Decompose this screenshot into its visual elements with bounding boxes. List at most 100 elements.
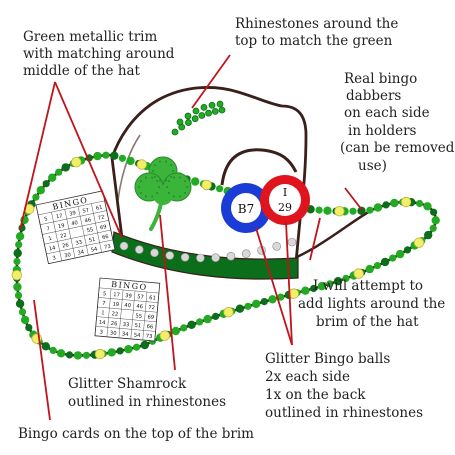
trim-bead <box>18 224 26 232</box>
bingo-card-cell: 30 <box>110 330 117 337</box>
trim-bead <box>25 324 33 332</box>
shamrock-rhinestone <box>151 176 154 179</box>
trim-bead <box>102 151 110 159</box>
shamrock-rhinestone <box>158 179 161 182</box>
crown-rhinestone <box>176 118 184 126</box>
shamrock-rhinestone <box>158 160 161 163</box>
annotation-rhinestones-top: Rhinestones around the top to match the … <box>235 16 403 49</box>
trim-bead <box>48 173 57 182</box>
leader-lines <box>19 54 363 421</box>
brim-light <box>159 330 171 341</box>
bingo-ball-blue: B7 <box>221 183 271 233</box>
bingo-card-cell: 3 <box>99 329 103 335</box>
crown-crease <box>220 148 298 186</box>
crown-rhinestone <box>205 109 212 117</box>
crown-rhinestone <box>200 103 208 111</box>
bingo-card-cell: 57 <box>137 294 144 301</box>
brim-light <box>136 159 148 170</box>
bingo-card-header: BINGO <box>111 280 148 292</box>
bingo-card-cell: 51 <box>88 237 96 244</box>
bingo-card-cell: 5 <box>44 216 48 223</box>
ball-blue-number: B7 <box>238 202 254 216</box>
shamrock-rhinestone <box>179 195 182 198</box>
leader-dabbers <box>344 187 363 211</box>
bingo-card-cell: 40 <box>124 303 131 310</box>
annotation-bingo-dabbers: Real bingo dabbers on each side in holde… <box>340 71 455 174</box>
trim-bead <box>126 156 135 166</box>
trim-bead <box>277 293 285 301</box>
shamrock-rhinestone <box>184 191 187 194</box>
trim-bead <box>395 249 405 259</box>
band-rhinestone <box>165 251 175 260</box>
crown-rhinestone <box>218 106 226 114</box>
shamrock-rhinestone <box>179 176 182 179</box>
bingo-card-cell: 33 <box>75 240 83 247</box>
brim-light <box>201 179 212 191</box>
trim-bead <box>423 202 432 211</box>
bingo-card-cell: 5 <box>103 291 107 297</box>
band-rhinestone <box>287 237 297 247</box>
bingo-card-cell: 22 <box>60 233 68 240</box>
trim-bead <box>36 186 45 195</box>
bingo-card-cell: 72 <box>97 214 105 221</box>
trim-bead <box>429 224 437 232</box>
leader-cards <box>33 299 51 421</box>
trim-bead <box>32 193 40 201</box>
crown-rhinestone <box>184 112 192 120</box>
bingo-ball-red: I 29 <box>260 175 310 225</box>
trim-bead <box>49 346 57 354</box>
trim-bead <box>268 295 277 304</box>
bingo-card-cell: 19 <box>112 302 119 309</box>
shamrock-rhinestone <box>144 176 147 179</box>
trim-bead <box>403 246 412 254</box>
trim-bead <box>15 241 23 249</box>
trim-bead <box>333 277 343 286</box>
annotation-lights: I will attempt to add lights around the … <box>298 278 450 330</box>
bingo-card-cell: 26 <box>62 242 70 249</box>
bingo-card-cell: 57 <box>82 207 90 214</box>
bingo-card-cell: 61 <box>95 205 103 212</box>
bingo-card-cell: 40 <box>71 220 79 227</box>
trim-bead <box>389 254 397 262</box>
hat-band-rhinestones <box>119 237 297 263</box>
shamrock-rhinestone <box>186 186 188 188</box>
brim-light <box>71 156 82 168</box>
trim-bead <box>118 154 126 162</box>
shamrock-rhinestone <box>172 176 175 179</box>
brim-light <box>11 269 22 281</box>
hat-band <box>111 231 299 280</box>
shamrock-rhinestone <box>166 186 168 188</box>
trim-bead <box>357 206 366 215</box>
crown-rhinestone <box>198 112 206 119</box>
trim-bead <box>140 340 149 350</box>
crown-rhinestone <box>208 101 216 109</box>
trim-bead <box>366 206 374 214</box>
ball-red-letter: I <box>283 186 287 199</box>
bingo-card-cell: 66 <box>102 234 110 241</box>
annotation-shamrock: Glitter Shamrock outlined in rhinestones <box>68 376 226 410</box>
bingo-card-cell: 73 <box>146 334 153 341</box>
bingo-card-cell: 14 <box>48 245 56 252</box>
bingo-card-cell: 22 <box>111 311 118 318</box>
shamrock-rhinestone <box>152 170 154 172</box>
trim-bead <box>18 308 27 316</box>
bingo-card-cell: 73 <box>104 244 112 251</box>
leader-rhinestones <box>191 54 231 109</box>
trim-bead <box>390 198 399 208</box>
shamrock-rhinestone <box>172 195 175 198</box>
bingo-card-cell: 1 <box>48 236 52 243</box>
bingo-card-cell: 34 <box>122 331 130 338</box>
bingo-card-cell: 54 <box>134 332 142 339</box>
trim-bead <box>191 177 200 186</box>
glitter-shamrock <box>134 156 192 231</box>
bingo-card-cell: 72 <box>148 305 155 312</box>
trim-bead <box>13 282 22 292</box>
bingo-card-cell: 46 <box>136 304 143 311</box>
bingo-card-cell: 30 <box>64 252 72 259</box>
trim-bead <box>20 315 30 325</box>
trim-bead <box>326 280 334 288</box>
band-rhinestone <box>119 241 129 251</box>
band-rhinestone <box>196 253 205 263</box>
bingo-card-cell: 33 <box>122 322 129 329</box>
shamrock-rhinestone <box>153 164 156 167</box>
